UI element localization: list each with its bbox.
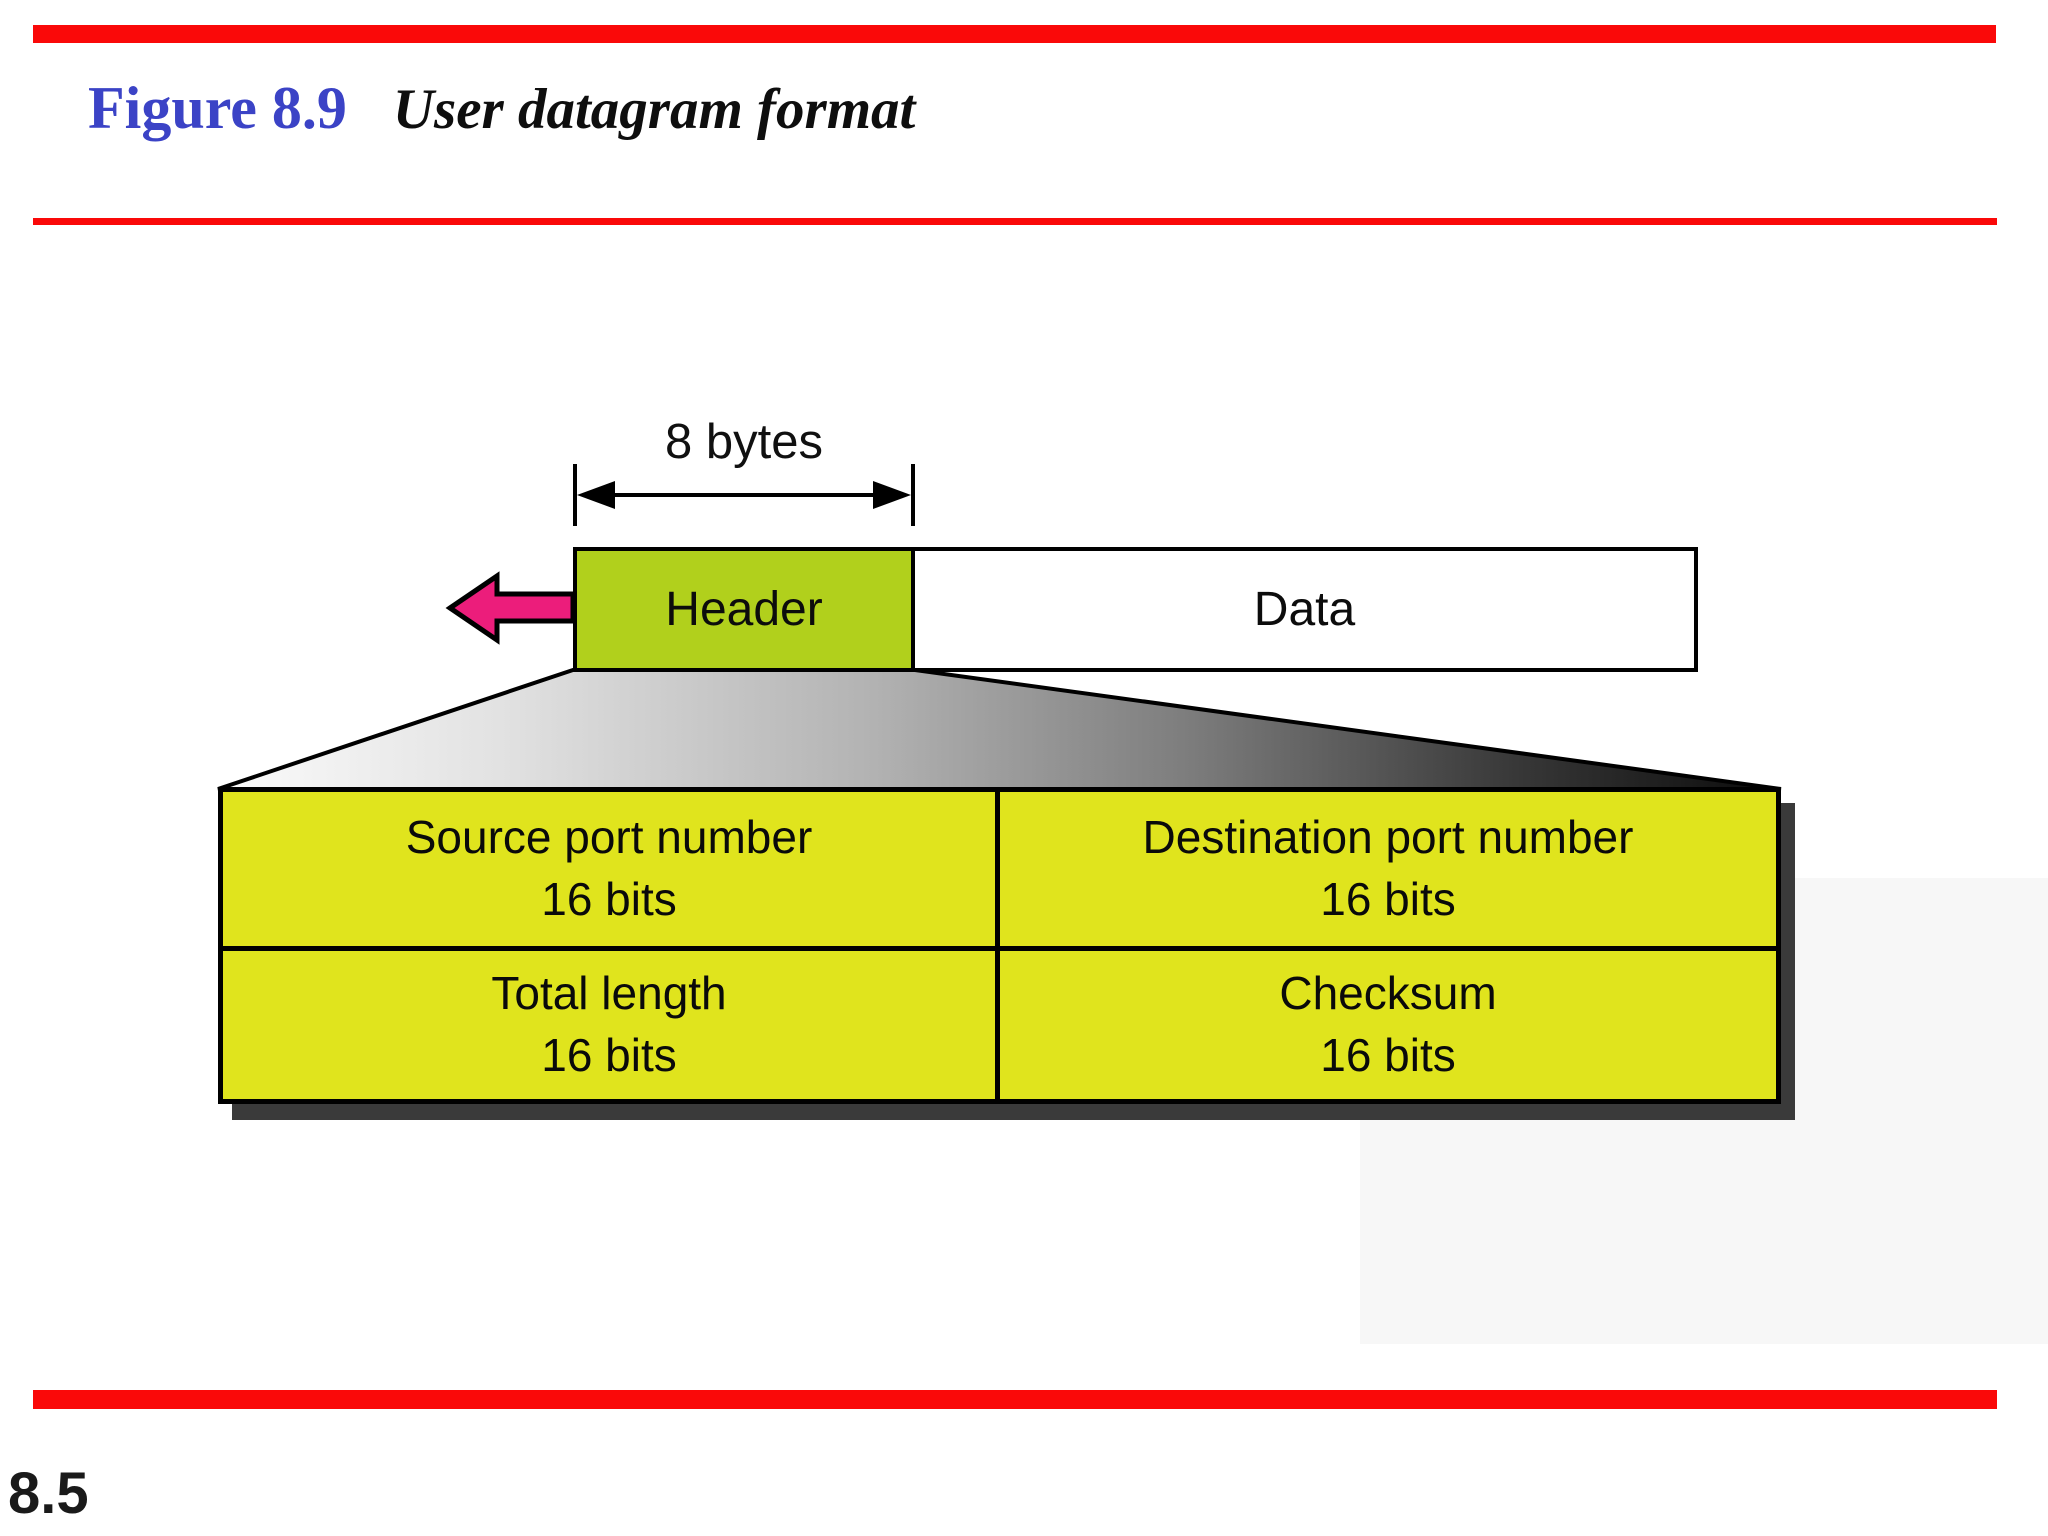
title-red-rule	[33, 218, 1997, 225]
page-number: 8.5	[8, 1461, 89, 1526]
size-label: 8 bytes	[665, 415, 823, 469]
bottom-red-bar	[33, 1390, 1997, 1409]
field-size: 16 bits	[541, 872, 677, 925]
back-arrow-icon	[445, 571, 576, 645]
field-size: 16 bits	[541, 1028, 677, 1081]
field-cell-destination-port: Destination port number 16 bits	[995, 792, 1776, 946]
figure-title: User datagram format	[392, 78, 916, 141]
field-name: Total length	[491, 967, 727, 1020]
data-label: Data	[1253, 583, 1356, 636]
field-name: Source port number	[405, 811, 813, 864]
field-size: 16 bits	[1320, 1028, 1456, 1081]
figure-label: Figure 8.9	[88, 75, 347, 141]
data-box: Data	[915, 547, 1698, 672]
expand-trapezoid	[217, 668, 1782, 791]
field-name: Destination port number	[1142, 811, 1634, 864]
top-red-bar	[33, 25, 1996, 43]
udp-fields-table: Source port number 16 bits Destination p…	[218, 787, 1781, 1104]
slide-title: Figure 8.9 User datagram format	[88, 74, 915, 143]
header-box: Header	[573, 547, 915, 672]
measure-arrowhead-left-icon	[577, 481, 615, 509]
field-name: Checksum	[1279, 967, 1497, 1020]
field-cell-checksum: Checksum 16 bits	[995, 945, 1776, 1099]
field-size: 16 bits	[1320, 872, 1456, 925]
header-label: Header	[665, 583, 823, 636]
measure-arrowhead-right-icon	[873, 481, 911, 509]
field-cell-total-length: Total length 16 bits	[223, 945, 995, 1100]
field-cell-source-port: Source port number 16 bits	[223, 792, 995, 946]
